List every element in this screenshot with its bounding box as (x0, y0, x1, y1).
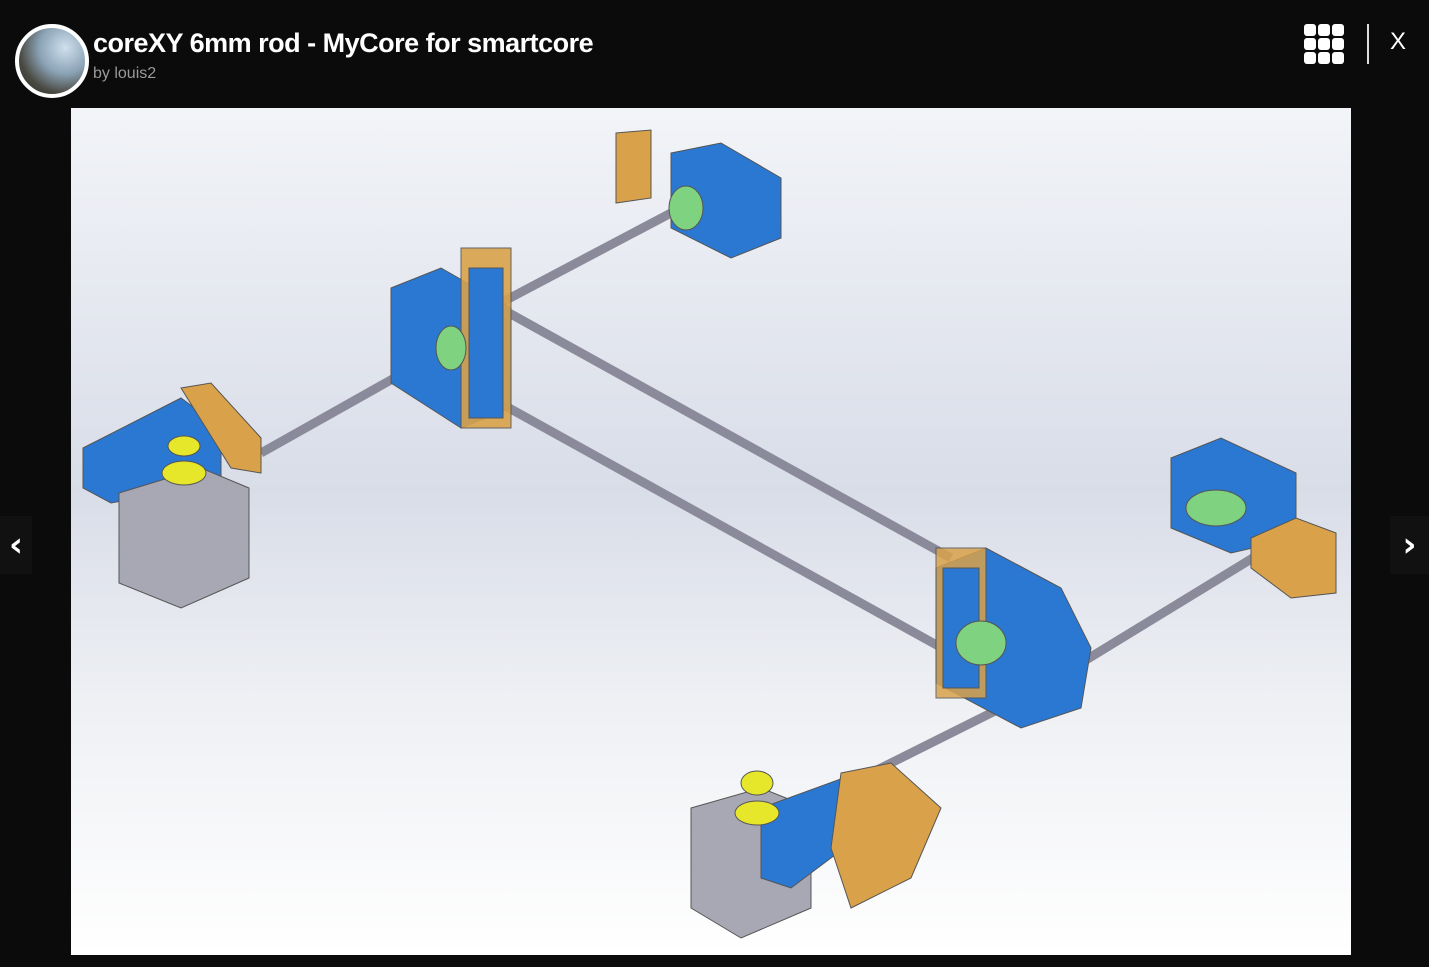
rod (488, 209, 674, 312)
header-divider (1367, 24, 1369, 64)
idler-block (670, 142, 782, 259)
author-link[interactable]: by louis2 (93, 65, 157, 82)
thing-title: coreXY 6mm rod - MyCore for smartcore (93, 28, 594, 58)
idler-block (615, 129, 652, 204)
rod (868, 698, 1014, 778)
rod (488, 394, 954, 657)
image-viewer (71, 108, 1351, 955)
stepper-motor (118, 467, 250, 609)
rod (1078, 549, 1264, 667)
grid-icon[interactable] (1304, 24, 1344, 64)
rod (488, 299, 954, 562)
close-button[interactable]: X (1390, 28, 1407, 55)
author-avatar[interactable] (15, 24, 89, 98)
chevron-right-icon[interactable]: › (1390, 516, 1429, 574)
chevron-left-icon[interactable]: ‹ (0, 516, 32, 574)
corexy-model-image (82, 129, 1337, 939)
